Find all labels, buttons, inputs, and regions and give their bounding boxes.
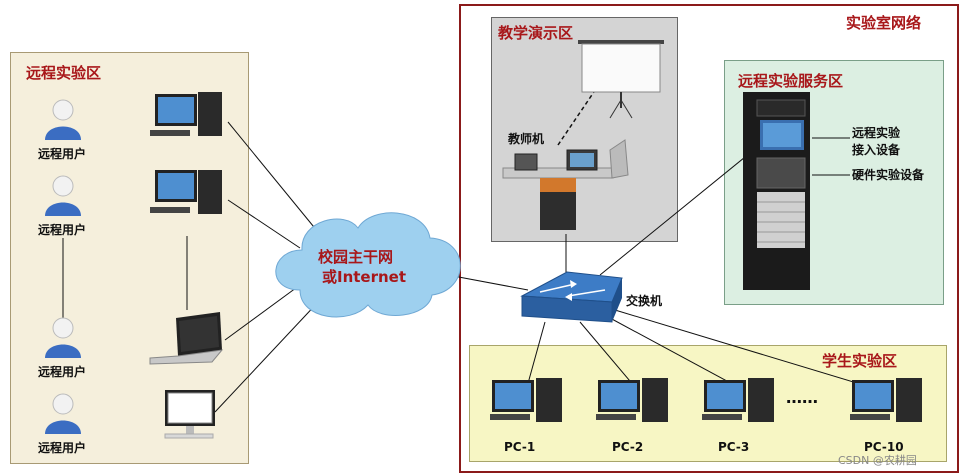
imac-icon: [164, 390, 215, 439]
student-pc-icon: [490, 378, 922, 422]
server-zone-title: 远程实验服务区: [738, 72, 844, 90]
remote-zone-title: 远程实验区: [26, 64, 102, 82]
student-zone-title: 学生实验区: [822, 352, 898, 370]
remote-user-label: 远程用户: [38, 441, 87, 455]
remote-user-label: 远程用户: [38, 147, 87, 161]
user-icon: [45, 99, 81, 434]
teacher-podium-icon: [502, 139, 629, 230]
pc-label: PC-2: [612, 440, 644, 454]
access-device-label-1: 远程实验: [852, 126, 901, 140]
ellipsis: ……: [786, 388, 818, 407]
desktop-pc-icon: [150, 92, 222, 214]
cloud-label-line2: 或Internet: [322, 268, 407, 286]
access-device-label-2: 接入设备: [852, 143, 901, 157]
hardware-device-label: 硬件实验设备: [852, 168, 925, 182]
watermark: CSDN @农耕园: [838, 454, 917, 467]
pc-label: PC-1: [504, 440, 536, 454]
remote-user-label: 远程用户: [38, 223, 87, 237]
teacher-machine-label: 教师机: [508, 132, 545, 146]
switch-label: 交换机: [626, 294, 663, 308]
lab-network-title: 实验室网络: [846, 14, 922, 32]
cloud-label-line1: 校园主干网: [318, 248, 394, 266]
projection-screen-icon: [578, 40, 664, 119]
network-switch-icon: [520, 271, 623, 323]
remote-user-label: 远程用户: [38, 365, 87, 379]
teaching-zone-title: 教学演示区: [498, 24, 574, 42]
server-rack-icon: [743, 92, 810, 290]
network-cloud-icon: [275, 212, 461, 318]
laptop-icon: [149, 312, 224, 365]
pc-label: PC-3: [718, 440, 750, 454]
pc-label: PC-10: [864, 440, 904, 454]
